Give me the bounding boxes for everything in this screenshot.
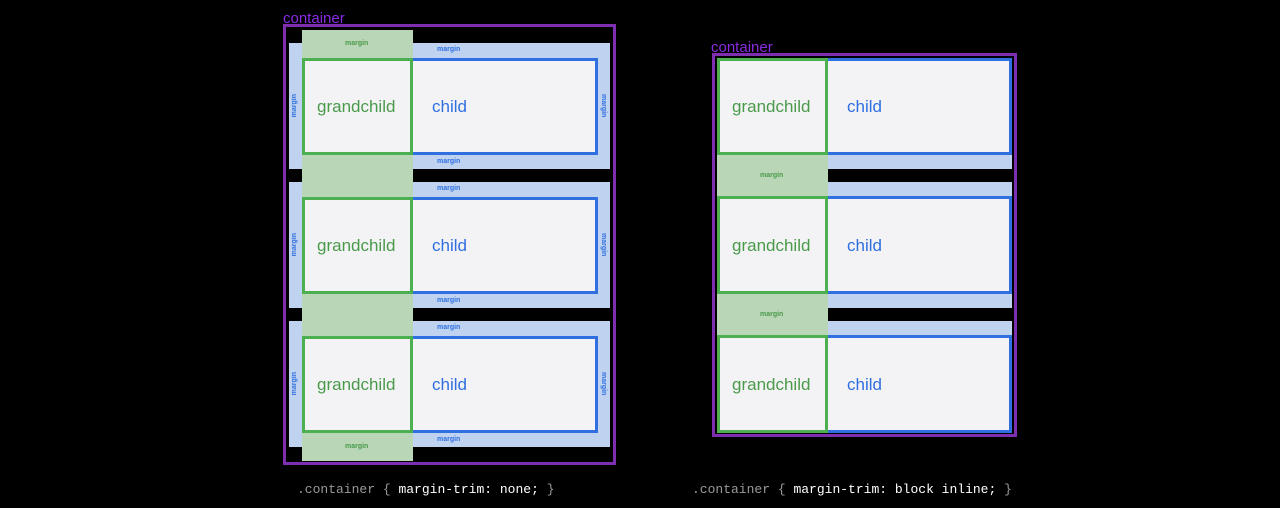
container-box: [283, 24, 616, 465]
container-label: container: [711, 39, 773, 56]
child-box: [410, 58, 598, 155]
child-label: child: [432, 97, 467, 116]
grandchild-margin-area: [717, 155, 828, 196]
code-brace-open: {: [777, 482, 786, 497]
child-margin-label: margin: [437, 324, 461, 331]
child-margin-label: margin: [437, 158, 461, 165]
grandchild-margin-label: margin: [345, 40, 369, 47]
code-brace-close: }: [1004, 482, 1012, 497]
code-brace-close: }: [546, 482, 555, 497]
grandchild-label: grandchild: [732, 97, 811, 116]
code-declaration: margin-trim: none;: [398, 482, 539, 497]
child-box: [825, 196, 1012, 294]
child-margin-label: margin: [437, 185, 461, 192]
grandchild-label: grandchild: [317, 375, 396, 394]
grandchild-box: [717, 58, 828, 155]
child-margin-label: margin: [437, 46, 461, 53]
child-margin-label: margin: [437, 436, 461, 443]
grandchild-label: grandchild: [732, 375, 811, 394]
grandchild-label: grandchild: [317, 97, 396, 116]
grandchild-label: grandchild: [317, 236, 396, 255]
code-brace-open: {: [382, 482, 391, 497]
container-label: container: [283, 10, 345, 27]
grandchild-box: [717, 335, 828, 433]
grandchild-margin-label: margin: [760, 172, 784, 179]
child-label: child: [847, 236, 882, 255]
css-code-left: .container { margin-trim: none; }: [297, 483, 555, 496]
code-selector: .container: [692, 482, 771, 497]
container-box: [712, 53, 1017, 437]
child-margin-label: margin: [437, 297, 461, 304]
grandchild-label: grandchild: [732, 236, 811, 255]
child-box: [825, 58, 1012, 155]
css-code-right: .container { margin-trim: block inline; …: [692, 483, 1012, 496]
grandchild-margin-area: [717, 294, 828, 335]
child-margin-label: margin: [600, 233, 607, 257]
grandchild-box: [302, 58, 413, 155]
grandchild-margin-label: margin: [760, 311, 784, 318]
code-declaration: margin-trim: block inline;: [793, 482, 997, 497]
grandchild-margin-label: margin: [345, 443, 369, 450]
grandchild-box: [302, 197, 413, 294]
child-label: child: [847, 375, 882, 394]
code-selector: .container: [297, 482, 376, 497]
child-label: child: [432, 375, 467, 394]
child-margin-label: margin: [600, 372, 607, 396]
child-label: child: [432, 236, 467, 255]
child-box: [410, 197, 598, 294]
child-box: [410, 336, 598, 433]
grandchild-box: [717, 196, 828, 294]
grandchild-box: [302, 336, 413, 433]
child-label: child: [847, 97, 882, 116]
child-margin-label: margin: [600, 94, 607, 118]
